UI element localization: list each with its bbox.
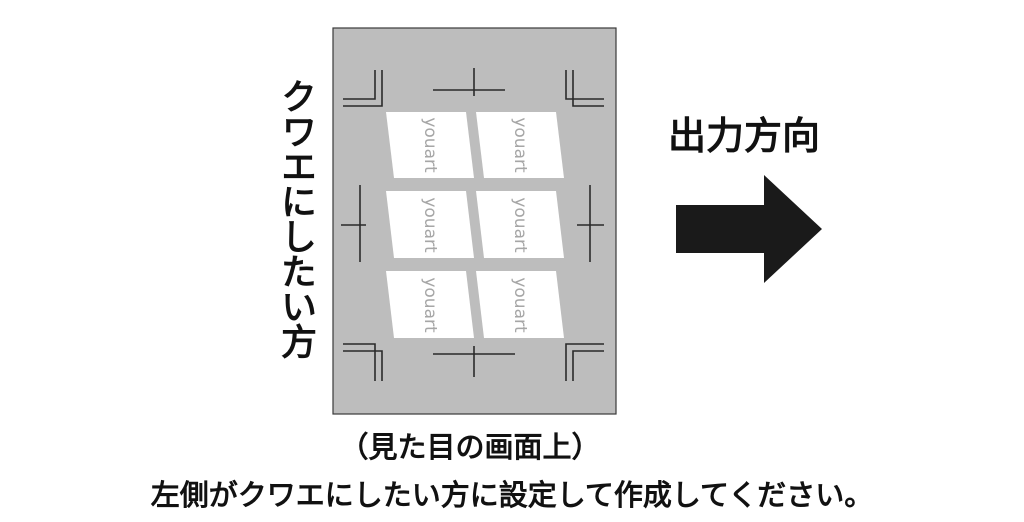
- card: youart: [386, 112, 474, 178]
- corner-mark-top-right: [565, 70, 604, 107]
- crop-marks: [341, 68, 604, 381]
- card: youart: [476, 112, 564, 178]
- vertical-side-label: クワエにしたい方: [275, 78, 316, 358]
- center-mark-left: [341, 185, 366, 262]
- output-direction-label: 出力方向: [668, 114, 821, 158]
- card: youart: [386, 191, 474, 258]
- card: youart: [476, 271, 564, 338]
- direction-arrow-icon: [676, 175, 822, 283]
- card-label: youart: [510, 277, 530, 333]
- card-label: youart: [420, 277, 440, 333]
- card: youart: [476, 191, 564, 258]
- card-grid: youart youart youart youart youart youar…: [386, 112, 564, 338]
- center-mark-right: [577, 185, 604, 262]
- caption-line-1: （見た目の画面上）: [339, 430, 601, 464]
- corner-mark-bottom-right: [565, 343, 604, 381]
- center-mark-top: [433, 68, 505, 96]
- caption-line-2: 左側がクワエにしたい方に設定して作成してください。: [150, 478, 874, 512]
- center-mark-bottom: [433, 346, 515, 377]
- card: youart: [386, 271, 474, 338]
- card-label: youart: [510, 197, 530, 253]
- card-label: youart: [420, 117, 440, 173]
- card-label: youart: [420, 197, 440, 253]
- card-label: youart: [510, 117, 530, 173]
- corner-mark-bottom-left: [343, 343, 383, 381]
- corner-mark-top-left: [343, 70, 383, 107]
